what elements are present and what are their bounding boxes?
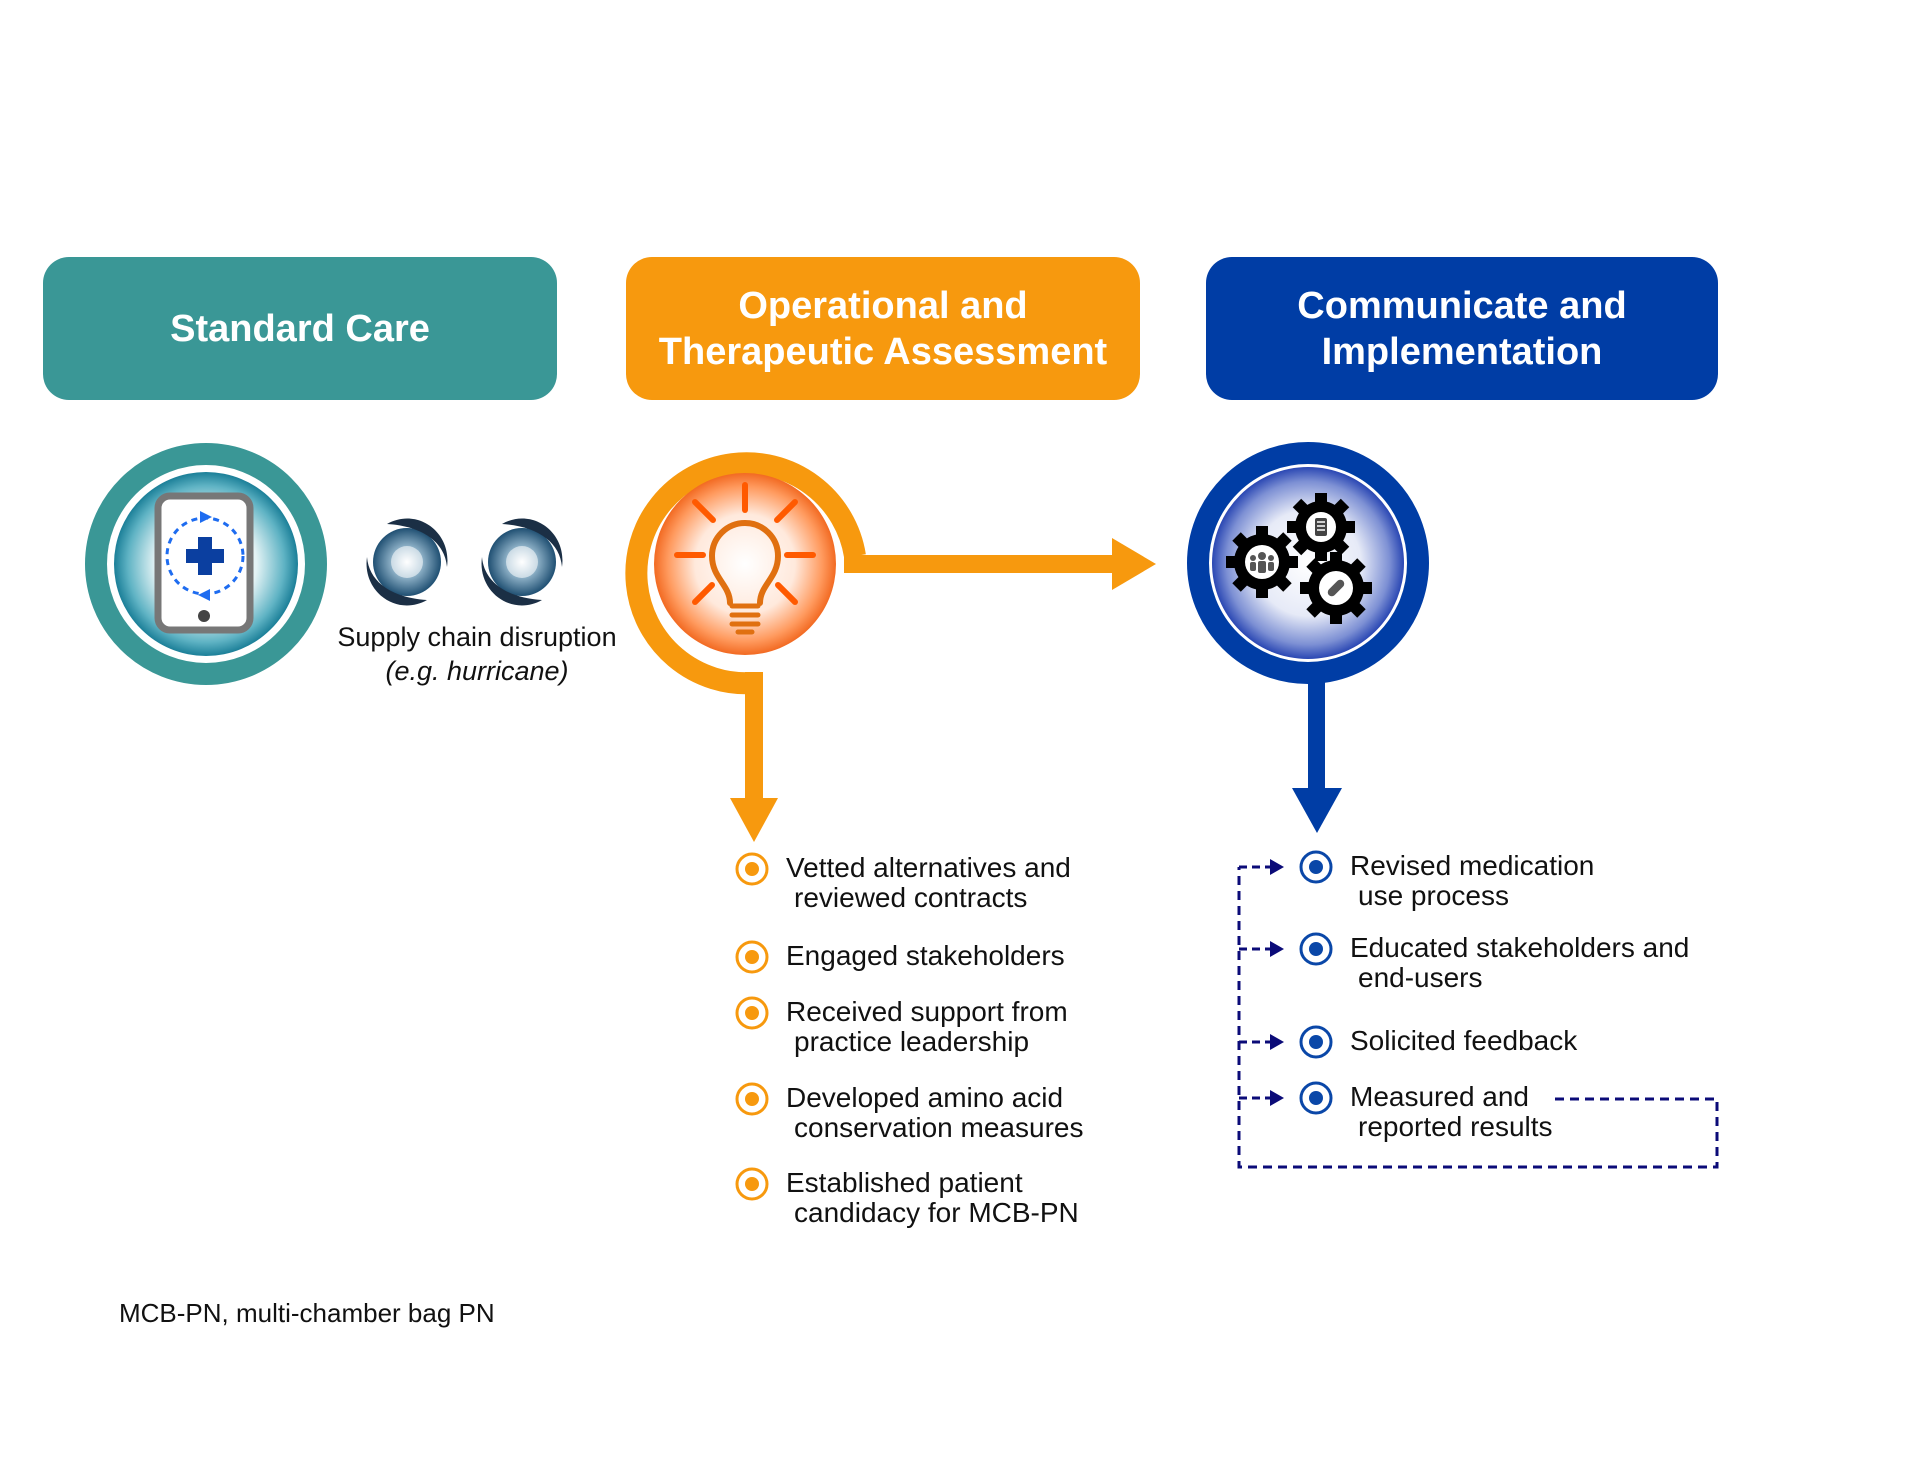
list-item: Developed amino acid conservation measur… (786, 1083, 1083, 1143)
hurricane-icon (366, 518, 448, 606)
stage-title-line: Communicate and (1297, 284, 1627, 327)
list-item: Engaged stakeholders (786, 941, 1065, 971)
list-item: Established patient candidacy for MCB-PN (786, 1168, 1079, 1228)
standard-care-badge (85, 443, 327, 685)
list-item-text: use process (1358, 880, 1509, 911)
bullet-icon (1299, 932, 1333, 966)
list-item-text: Engaged stakeholders (786, 940, 1065, 971)
stage-title-line: Operational and (738, 284, 1028, 327)
arrow-to-assessment-list (745, 672, 763, 800)
arrow-head-right (1270, 941, 1284, 957)
assessment-bullets (735, 852, 769, 1201)
arrow-head-right (1112, 538, 1156, 590)
stage-header-standard-care: Standard Care (43, 257, 557, 400)
bullet-icon (735, 940, 769, 974)
disruption-label: Supply chain disruption (337, 622, 617, 652)
list-item: Solicited feedback (1350, 1026, 1577, 1056)
bullet-icon (735, 852, 769, 886)
list-item-text: Developed amino acid (786, 1082, 1064, 1113)
hurricane-icon (481, 518, 563, 606)
list-item-text: Vetted alternatives and (786, 852, 1071, 883)
bullet-icon (735, 996, 769, 1030)
arrow-to-implementation (844, 555, 1114, 573)
document-icon (1315, 518, 1327, 536)
bullet-icon (1299, 1081, 1333, 1115)
arrow-head-right (1270, 1090, 1284, 1106)
arrow-head-down (730, 798, 778, 842)
disruption-caption: Supply chain disruption (e.g. hurricane) (327, 620, 627, 688)
list-item-text: conservation measures (794, 1112, 1084, 1143)
stage-title-line: Therapeutic Assessment (658, 330, 1108, 373)
bullet-icon (1299, 1025, 1333, 1059)
list-item-text: candidacy for MCB-PN (794, 1197, 1079, 1228)
list-item: Educated stakeholders and end-users (1350, 933, 1689, 993)
list-item-text: Received support from (786, 996, 1068, 1027)
people-icon (1250, 552, 1274, 573)
list-item-text: end-users (1358, 962, 1483, 993)
list-item: Vetted alternatives and reviewed contrac… (786, 853, 1071, 913)
disruption-example: (e.g. hurricane) (385, 656, 569, 686)
gears-icon (1226, 493, 1372, 624)
phone-medical-cycle-icon (154, 492, 254, 634)
list-item-text: practice leadership (794, 1026, 1030, 1057)
list-item-text: reported results (1358, 1111, 1553, 1142)
bullet-icon (735, 1082, 769, 1116)
arrow-head-down (1292, 788, 1342, 833)
feedback-loop (1237, 867, 1719, 1169)
list-item-text: reviewed contracts (794, 882, 1028, 913)
lightbulb-icon (674, 482, 816, 635)
implementation-bullets (1239, 850, 1333, 1115)
list-item: Measured and reported results (1350, 1082, 1553, 1142)
list-item-text: Solicited feedback (1350, 1025, 1578, 1056)
arrow-head-right (1270, 1034, 1284, 1050)
stage-header-implementation: Communicate and Implementation (1206, 257, 1718, 400)
bullet-icon (735, 1167, 769, 1201)
stage-header-assessment: Operational and Therapeutic Assessment (626, 257, 1140, 400)
list-item-text: Established patient (786, 1167, 1023, 1198)
list-item-text: Revised medication (1350, 850, 1595, 881)
assessment-badge (625, 452, 1156, 842)
list-item-text: Measured and (1350, 1081, 1530, 1112)
arrow-to-implementation-list (1308, 672, 1325, 790)
footnote: MCB-PN, multi-chamber bag PN (119, 1298, 495, 1328)
list-item: Revised medication use process (1350, 851, 1594, 911)
implementation-badge (1187, 442, 1429, 833)
stage-title-line: Implementation (1321, 330, 1603, 373)
pill-icon (1327, 579, 1345, 597)
stage-title-line: Standard Care (170, 307, 430, 350)
bullet-icon (1299, 850, 1333, 884)
list-item: Received support from practice leadershi… (786, 997, 1068, 1057)
arrow-head-right (1270, 859, 1284, 875)
list-item-text: Educated stakeholders and (1350, 932, 1690, 963)
